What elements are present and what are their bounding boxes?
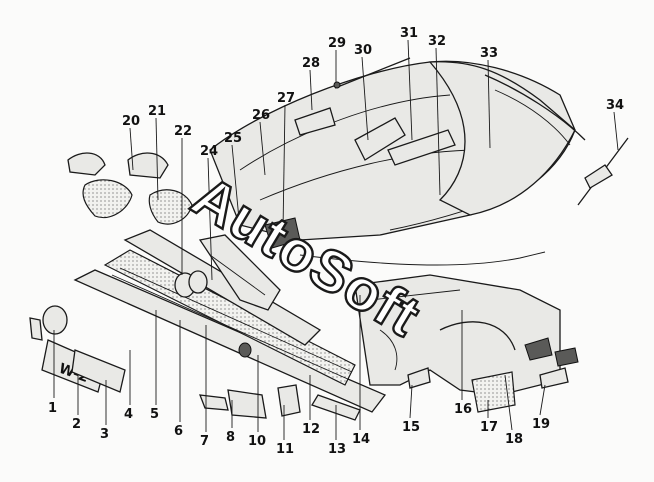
callout-25: 25 <box>224 131 242 146</box>
callout-26: 26 <box>252 108 270 123</box>
callout-15: 15 <box>402 420 420 435</box>
splash-shields <box>67 152 193 225</box>
hood-hinge-rod <box>333 57 411 89</box>
radiator-support <box>198 234 281 311</box>
headlamp-buckets <box>174 270 252 358</box>
callout-22: 22 <box>174 124 192 139</box>
hood-release-cable <box>299 251 546 266</box>
callout-6: 6 <box>174 424 183 439</box>
hood-strut <box>577 137 629 206</box>
callout-2: 2 <box>72 417 81 432</box>
marker-lamps <box>407 337 579 389</box>
callout-28: 28 <box>302 56 320 71</box>
leader-lines <box>53 39 619 440</box>
callout-16: 16 <box>454 402 472 417</box>
callout-27: 27 <box>277 91 295 106</box>
callout-31: 31 <box>400 26 418 41</box>
callout-33: 33 <box>480 46 498 61</box>
callout-34: 34 <box>606 98 624 113</box>
callout-19: 19 <box>532 417 550 432</box>
bumper-bar <box>73 269 387 413</box>
callout-18: 18 <box>505 432 523 447</box>
callout-32: 32 <box>428 34 446 49</box>
callout-30: 30 <box>354 43 372 58</box>
callout-11: 11 <box>276 442 294 457</box>
callout-7: 7 <box>200 434 209 449</box>
callout-14: 14 <box>352 432 370 447</box>
callout-12: 12 <box>302 422 320 437</box>
callout-8: 8 <box>226 430 235 445</box>
tow-hook <box>29 305 68 341</box>
callout-4: 4 <box>124 407 133 422</box>
plate-bracket <box>71 349 126 393</box>
mud-flap <box>471 371 516 413</box>
callout-24: 24 <box>200 144 218 159</box>
callout-10: 10 <box>248 434 266 449</box>
front-valance <box>123 229 322 346</box>
callout-17: 17 <box>480 420 498 435</box>
callout-1: 1 <box>48 401 57 416</box>
callout-29: 29 <box>328 36 346 51</box>
callout-21: 21 <box>148 104 166 119</box>
callout-13: 13 <box>328 442 346 457</box>
callout-numbers: 1 2 3 4 5 6 7 8 10 11 12 13 14 15 16 17 … <box>48 26 624 457</box>
windshield-glass <box>428 61 586 216</box>
callout-5: 5 <box>150 407 159 422</box>
callout-20: 20 <box>122 114 140 129</box>
grille-panel <box>103 249 356 386</box>
callout-3: 3 <box>100 427 109 442</box>
